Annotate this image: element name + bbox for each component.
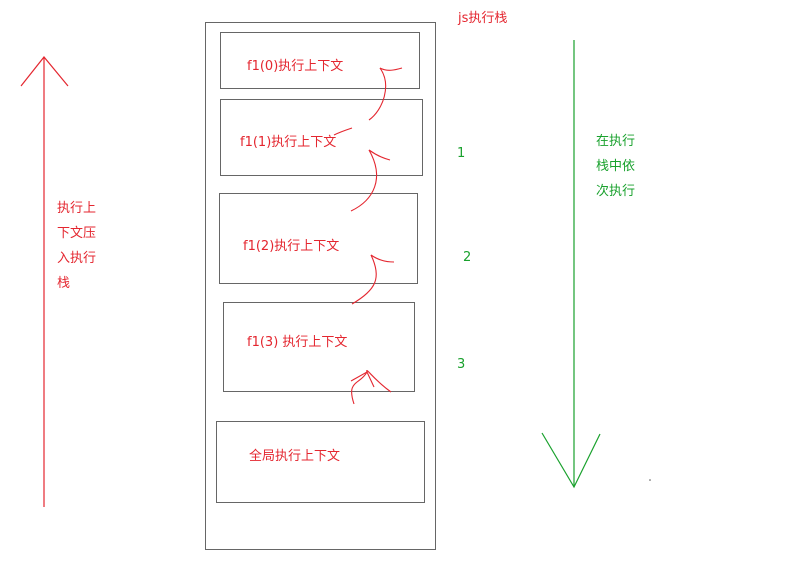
frame-label-f1-3: f1(3) 执行上下文 xyxy=(247,335,348,350)
curve-arrow-tail-f1-1 xyxy=(333,127,353,136)
execution-stack-container xyxy=(205,22,436,550)
push-curve-arrows xyxy=(333,67,403,405)
frame-box-f1-3 xyxy=(223,302,415,392)
frame-label-f1-1: f1(1)执行上下文 xyxy=(240,135,337,150)
curve-arrow-f1-1-to-f1-0 xyxy=(368,67,387,121)
curve-arrow-global-to-f1-3 xyxy=(351,371,368,405)
frame-box-f1-0 xyxy=(220,32,420,89)
frame-label-f1-0: f1(0)执行上下文 xyxy=(247,59,344,74)
execute-arrow xyxy=(541,40,601,489)
curve-arrow-f1-3-to-f1-2 xyxy=(351,254,377,305)
step-number-2: 2 xyxy=(463,250,472,265)
step-number-3: 3 xyxy=(457,357,466,372)
frame-box-f1-2 xyxy=(219,193,418,284)
exec-note: 在执行栈中依次执行 xyxy=(596,134,636,199)
push-arrow xyxy=(20,56,69,507)
frame-label-f1-2: f1(2)执行上下文 xyxy=(243,239,340,254)
step-number-1: 1 xyxy=(457,146,466,161)
frame-label-global: 全局执行上下文 xyxy=(249,449,341,464)
stack-title: js执行栈 xyxy=(458,11,508,26)
frame-box-global xyxy=(216,421,425,503)
curve-arrow-f1-2-to-f1-1 xyxy=(350,149,378,212)
frame-box-f1-1 xyxy=(220,99,423,176)
stray-dot xyxy=(649,479,651,481)
push-note: 执行上下文压入执行栈 xyxy=(57,201,97,291)
